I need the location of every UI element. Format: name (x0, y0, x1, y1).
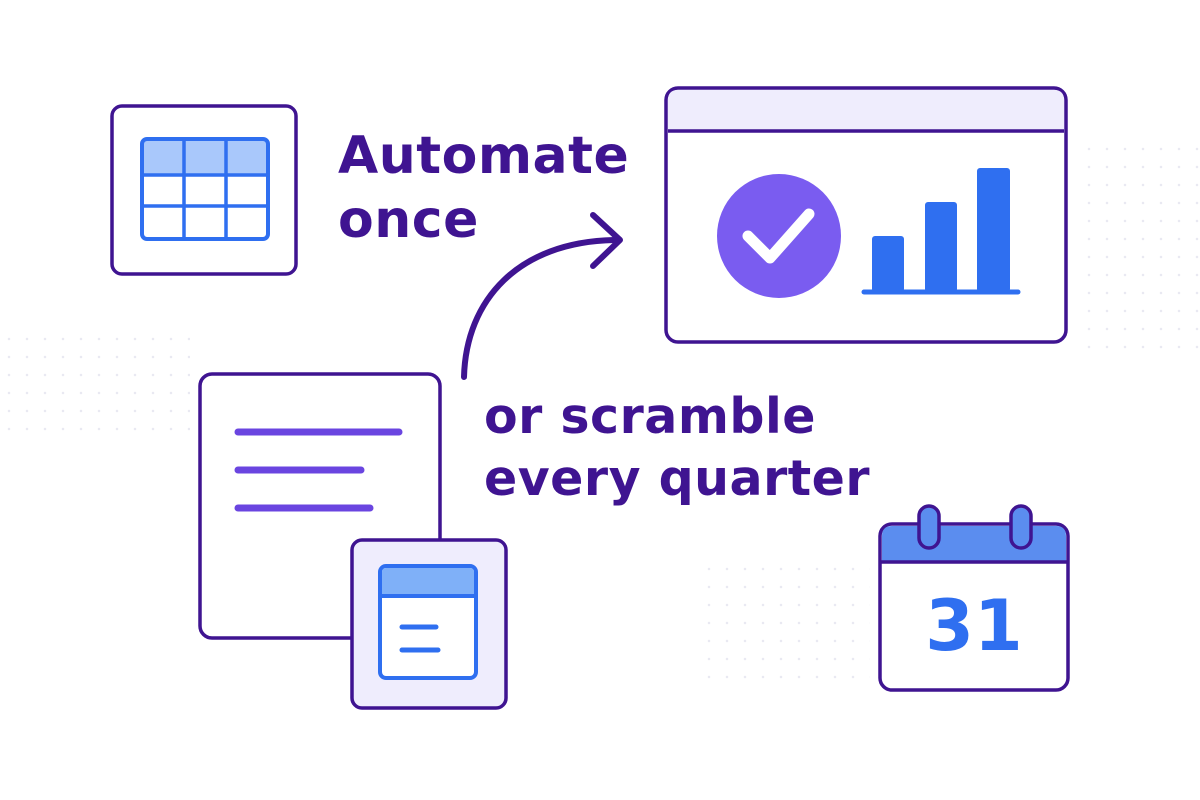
headline-automate-once: Automate once (338, 124, 629, 252)
spreadsheet-grid (140, 137, 270, 241)
dot-pattern-left (0, 330, 190, 440)
bar-chart-icon (861, 168, 1021, 295)
form-card-icon (350, 538, 508, 710)
curved-arrow-icon (461, 212, 623, 380)
dot-pattern-right (1080, 140, 1200, 350)
headline-top-line-1: Automate (338, 126, 630, 186)
dashboard-window-icon (664, 86, 1068, 344)
spreadsheet-grid-icon (110, 104, 298, 276)
headline-scramble-every-quarter: or scramble every quarter (484, 386, 870, 510)
calendar-icon: 31 (878, 504, 1070, 692)
dot-pattern-bottom (700, 560, 870, 690)
calendar-day-number: 31 (925, 585, 1022, 667)
headline-bottom-line-1: or scramble (484, 388, 816, 445)
headline-top-line-2: once (338, 190, 479, 250)
calendar-ring-right (1009, 504, 1033, 550)
calendar-ring-left (917, 504, 941, 550)
headline-bottom-line-2: every quarter (484, 450, 871, 507)
check-circle-icon (717, 174, 841, 298)
